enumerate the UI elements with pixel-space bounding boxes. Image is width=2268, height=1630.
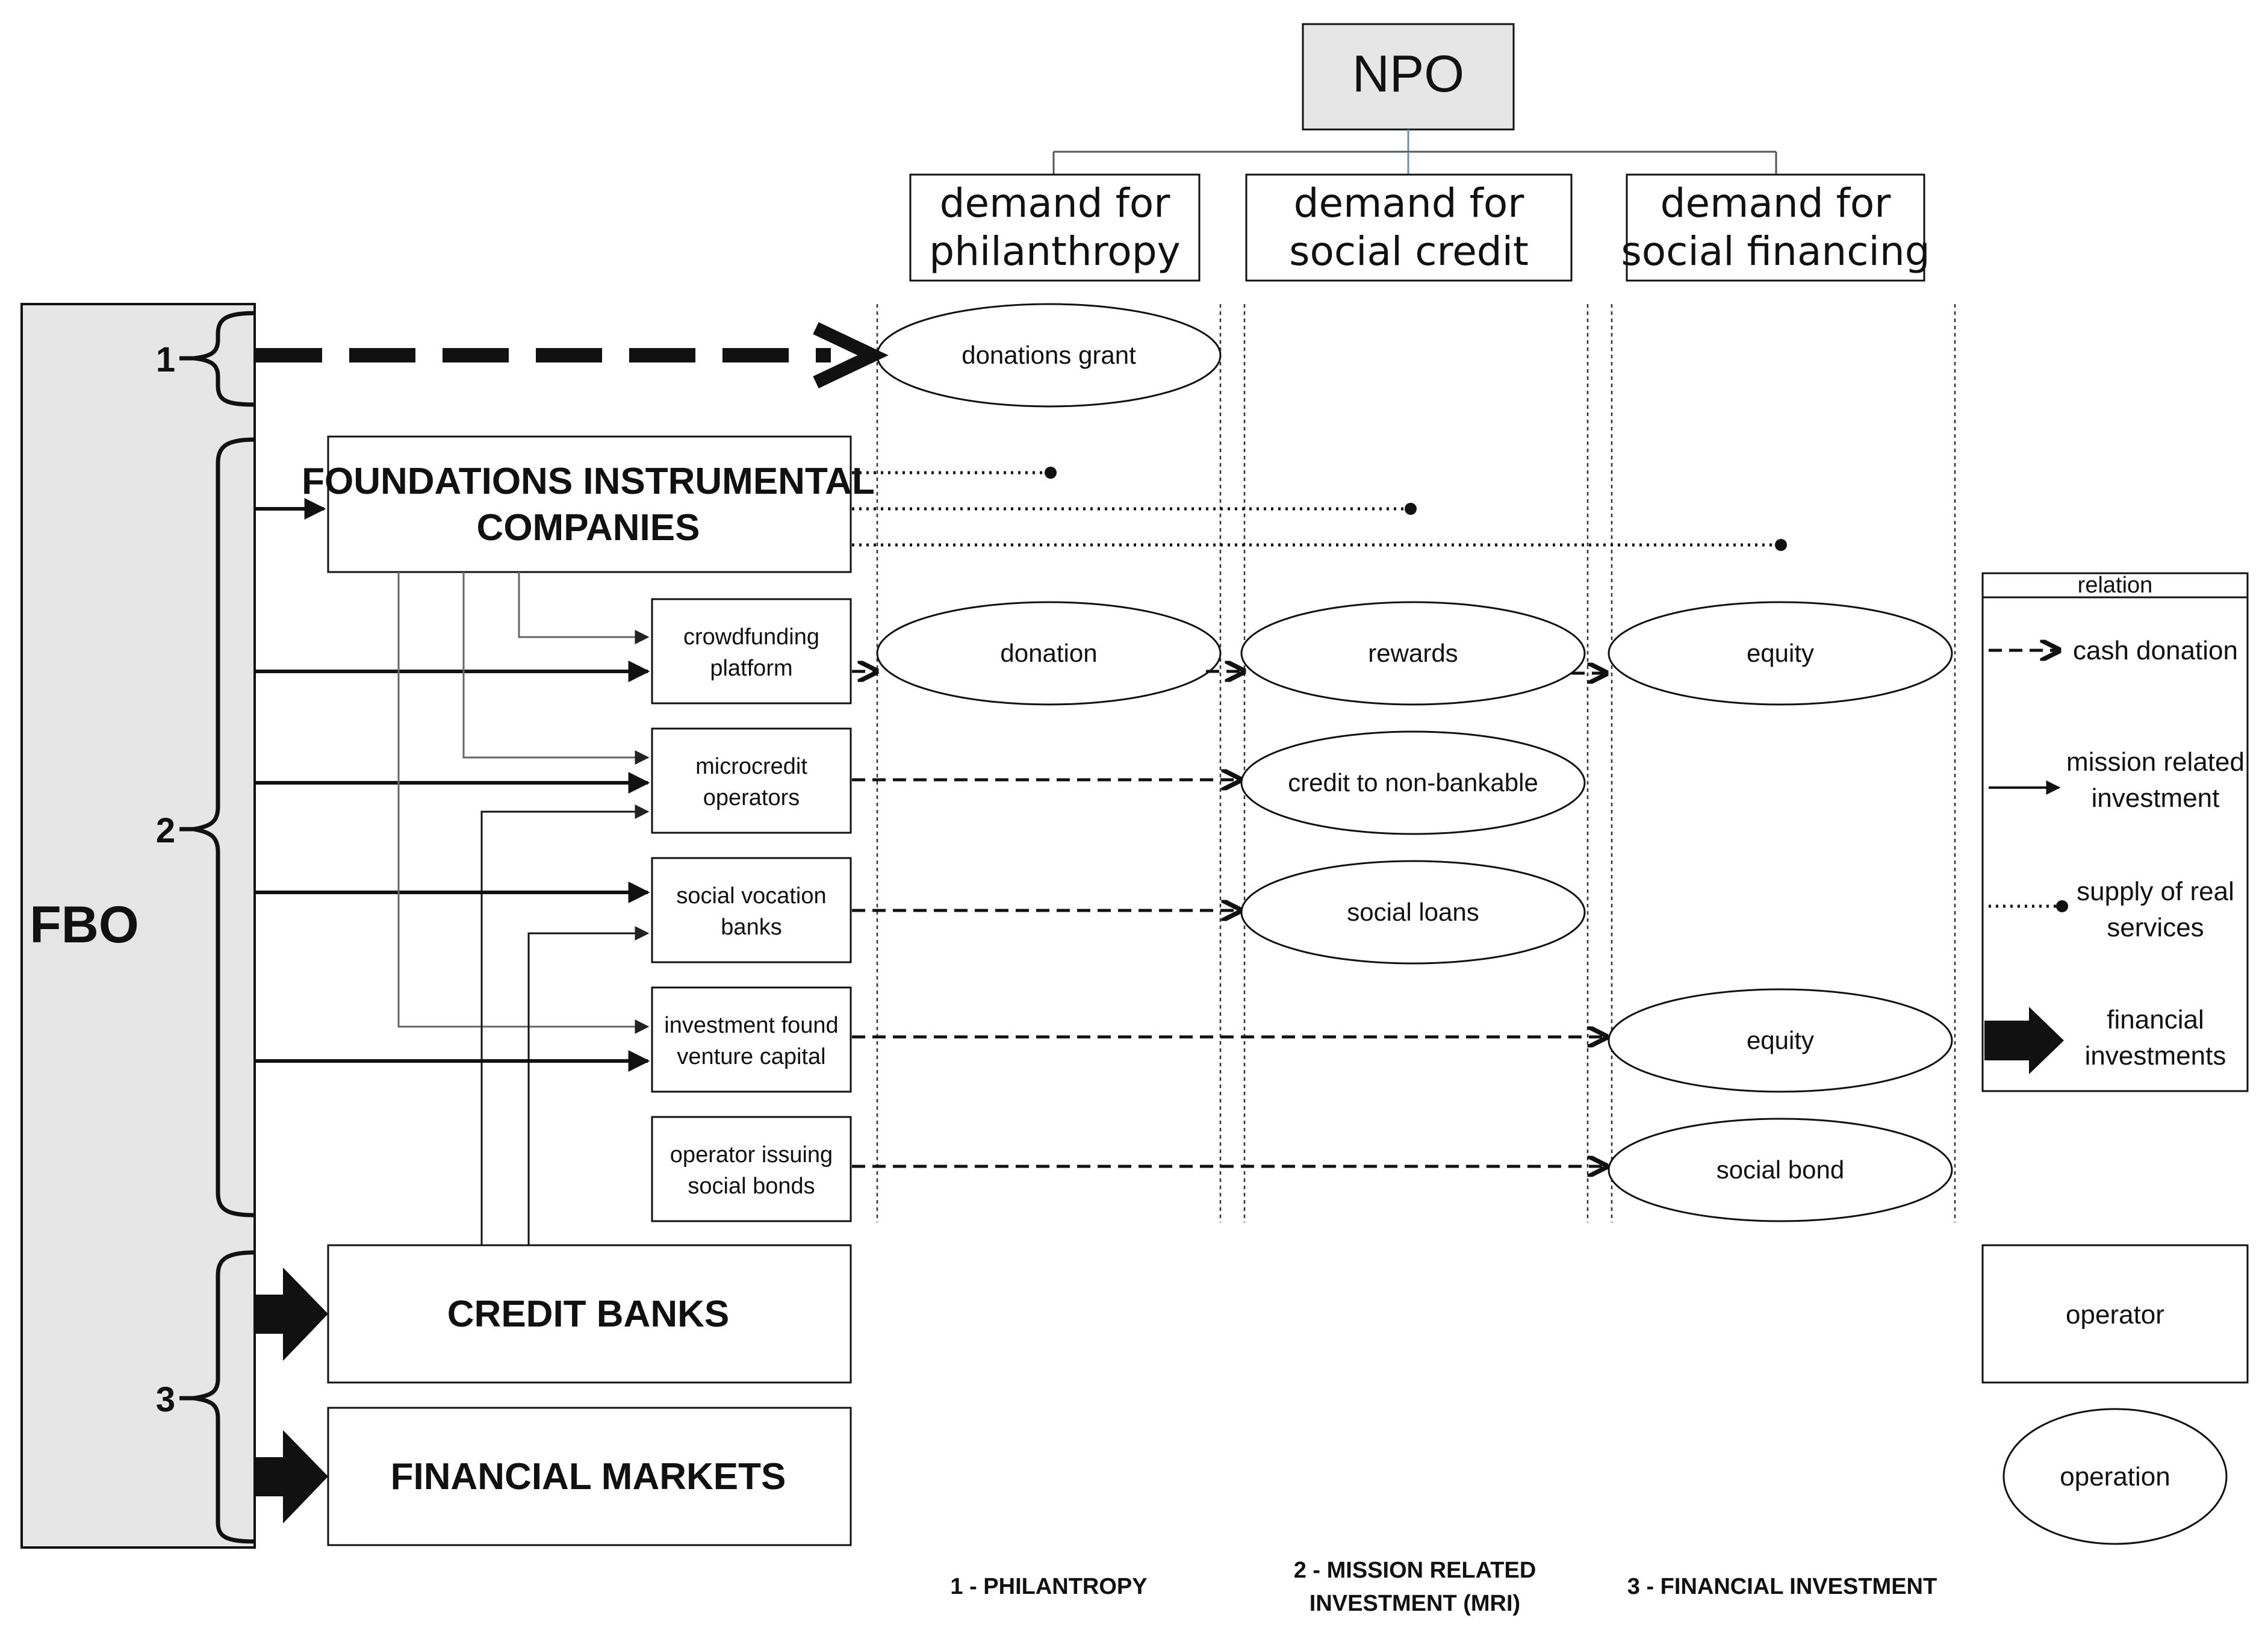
legend-financial-line1: financial: [2107, 1005, 2204, 1034]
arrow-philanthropy-financial: [256, 322, 889, 388]
operator-social-bonds: operator issuing social bonds: [651, 1116, 852, 1222]
demand-social-credit: demand for social credit: [1245, 173, 1573, 282]
operator-social-banks: social vocation banks: [651, 857, 852, 963]
rewards-label: rewards: [1368, 639, 1458, 667]
footer-financial: 3 - FINANCIAL INVESTMENT: [1627, 1574, 1937, 1599]
npo-tree-connector: [1052, 129, 1777, 175]
legend-operation: operation: [2002, 1408, 2228, 1545]
operation-social-bond: social bond: [1608, 1118, 1953, 1222]
social-banks-line2: banks: [721, 915, 781, 940]
demand-social-financing-line2: social financing: [1621, 228, 1930, 275]
operation-equity-2: equity: [1608, 988, 1953, 1093]
operator-financial-markets: FINANCIAL MARKETS: [327, 1407, 852, 1546]
operation-credit-non-bankable: credit to non-bankable: [1240, 730, 1586, 835]
legend-supply: supply of real services: [1989, 877, 2234, 942]
equity-2-label: equity: [1747, 1026, 1814, 1054]
legend: relation cash donation mission related i…: [1981, 572, 2249, 1545]
operator-credit-banks: CREDIT BANKS: [327, 1244, 852, 1384]
arrows-financial-investments: [256, 1268, 328, 1523]
crowdfunding-line2: platform: [710, 656, 792, 681]
arrows-supply-services: [852, 467, 1787, 551]
crowdfunding-line1: crowdfunding: [683, 624, 819, 650]
legend-mission-related-line1: mission related: [2066, 747, 2245, 777]
legend-mission-related-line2: investment: [2092, 783, 2220, 813]
microcredit-line2: operators: [703, 785, 800, 810]
microcredit-line1: microcredit: [695, 754, 807, 779]
legend-operator: operator: [1981, 1244, 2249, 1384]
demand-social-financing: demand for social financing: [1621, 173, 1930, 282]
legend-supply-line2: services: [2107, 913, 2204, 942]
foundations-line2: COMPANIES: [477, 507, 700, 549]
footer-philanthropy: 1 - PHILANTROPY: [950, 1574, 1147, 1599]
social-loans-label: social loans: [1347, 898, 1479, 926]
demand-philanthropy: demand for philanthropy: [909, 173, 1201, 282]
investment-fund-line1: investment found: [664, 1013, 838, 1038]
operator-microcredit: microcredit operators: [651, 727, 852, 834]
arrows-cash-donation: [852, 671, 1606, 1166]
bracket-number-2: 2: [156, 811, 175, 850]
operation-donations-grant: donations grant: [876, 303, 1222, 408]
brace-1: 1: [156, 311, 255, 407]
brace-3: 3: [156, 1250, 255, 1544]
npo-label: NPO: [1352, 45, 1464, 103]
legend-title: relation: [2078, 573, 2153, 598]
legend-operator-label: operator: [2066, 1300, 2164, 1330]
demand-philanthropy-line1: demand for: [940, 180, 1171, 226]
social-bond-label: social bond: [1717, 1156, 1844, 1184]
arrows-mission-related: [256, 498, 650, 1072]
brace-2: 2: [156, 437, 255, 1218]
operator-crowdfunding: crowdfunding platform: [651, 598, 852, 705]
demand-social-credit-line1: demand for: [1294, 180, 1525, 226]
equity-1-label: equity: [1747, 639, 1814, 667]
operator-foundations: FOUNDATIONS INSTRUMENTAL COMPANIES: [302, 435, 875, 573]
fbo-label: FBO: [30, 896, 139, 954]
footer-mri-line2: INVESTMENT (MRI): [1310, 1591, 1520, 1616]
column-dividers: [876, 304, 1956, 1222]
credit-non-bankable-label: credit to non-bankable: [1288, 768, 1538, 797]
bracket-number-1: 1: [156, 340, 175, 379]
foundations-line1: FOUNDATIONS INSTRUMENTAL: [302, 461, 875, 502]
social-bonds-op-line2: social bonds: [688, 1174, 815, 1199]
credit-banks-label: CREDIT BANKS: [447, 1293, 729, 1335]
operation-donation: donation: [876, 601, 1222, 706]
demand-social-financing-line1: demand for: [1661, 180, 1892, 226]
bracket-number-3: 3: [156, 1380, 175, 1419]
financial-markets-label: FINANCIAL MARKETS: [391, 1456, 786, 1498]
operator-investment-fund: investment found venture capital: [651, 986, 852, 1093]
operation-rewards: rewards: [1240, 601, 1586, 706]
thin-connectors: [397, 572, 650, 1245]
legend-operation-label: operation: [2060, 1462, 2170, 1492]
demand-social-credit-line2: social credit: [1289, 228, 1529, 275]
operation-social-loans: social loans: [1240, 860, 1586, 965]
legend-financial-investments: financial investments: [1984, 1005, 2226, 1074]
social-bonds-op-line1: operator issuing: [670, 1142, 833, 1168]
operation-equity-1: equity: [1608, 601, 1953, 706]
legend-cash-donation-label: cash donation: [2073, 636, 2238, 665]
donation-label: donation: [1000, 639, 1097, 667]
donations-grant-label: donations grant: [962, 341, 1136, 369]
legend-financial-line2: investments: [2085, 1041, 2226, 1071]
npo-node: NPO: [1302, 23, 1515, 131]
demand-philanthropy-line2: philanthropy: [929, 228, 1180, 275]
legend-supply-line1: supply of real: [2077, 877, 2234, 906]
footer-labels: 1 - PHILANTROPY 2 - MISSION RELATED INVE…: [950, 1558, 1937, 1616]
legend-mission-related: mission related investment: [1989, 747, 2245, 813]
legend-cash-donation: cash donation: [1989, 636, 2238, 665]
social-banks-line1: social vocation: [676, 883, 826, 909]
footer-mri-line1: 2 - MISSION RELATED: [1294, 1558, 1536, 1583]
investment-fund-line2: venture capital: [677, 1044, 825, 1069]
